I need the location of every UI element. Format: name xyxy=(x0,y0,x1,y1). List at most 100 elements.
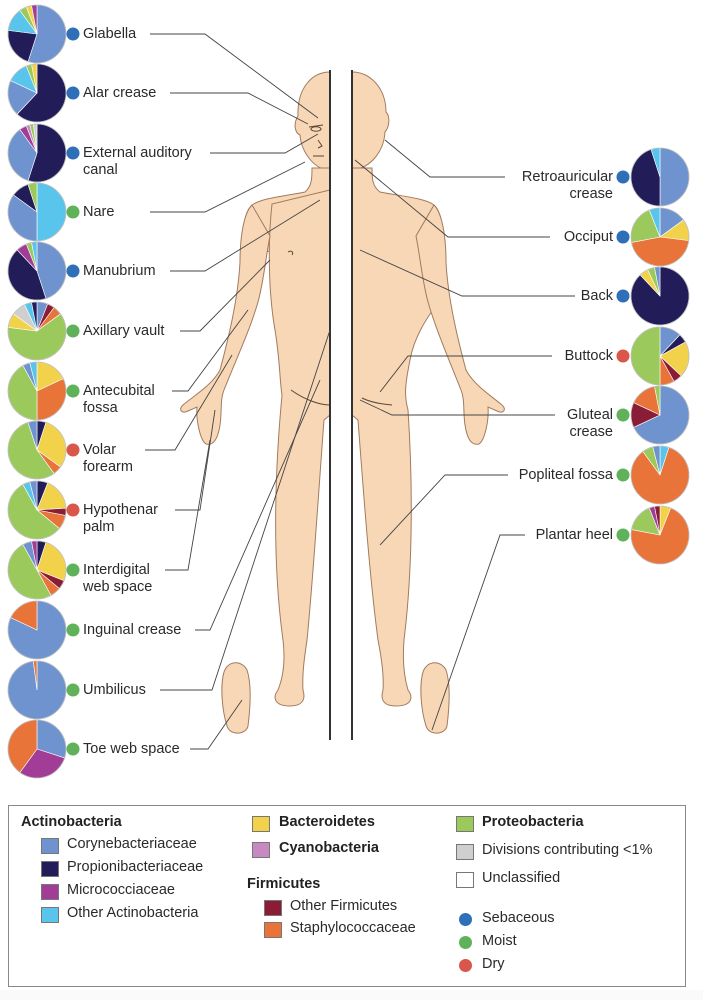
pie-ring xyxy=(7,660,67,720)
front-head xyxy=(294,71,331,171)
pie-manubrium xyxy=(7,241,67,301)
env-dot-back xyxy=(616,289,630,303)
bottom-strip xyxy=(0,990,703,1000)
swatch-proteobacteria xyxy=(456,816,474,832)
slice-corynebacteriaceae xyxy=(659,147,690,207)
leader-inguinal-crease xyxy=(195,379,321,631)
label-alar-crease: Alar crease xyxy=(83,85,157,101)
face-details xyxy=(287,124,393,406)
pie-ring xyxy=(7,241,67,301)
leader-glabella xyxy=(150,33,319,119)
legend-moist: Moist xyxy=(482,933,517,949)
slice-other-actinobacteria xyxy=(36,182,67,242)
pie-ring xyxy=(7,123,67,183)
legend-divisions: Divisions contributing <1% xyxy=(482,842,653,858)
pie-ring xyxy=(7,301,67,361)
label-inguinal-crease: Inguinal crease xyxy=(83,622,182,638)
leader-plantar-heel xyxy=(431,534,525,731)
pie-ring xyxy=(7,4,67,64)
pie-ring xyxy=(7,719,67,779)
legend-corynebacteriaceae: Corynebacteriaceae xyxy=(67,836,197,852)
env-dot-buttock xyxy=(616,349,630,363)
pie-antecubital-fossa xyxy=(7,361,67,421)
env-dot-inguinal-crease xyxy=(66,623,80,637)
env-dot-gluteal-crease xyxy=(616,408,630,422)
leader-gluteal-crease xyxy=(359,399,555,416)
label-occiput: Occiput xyxy=(563,229,613,245)
env-dot-hypothenar-palm xyxy=(66,503,80,517)
pie-charts xyxy=(7,4,690,779)
legend: Actinobacteria Corynebacteriaceae Propio… xyxy=(8,805,686,987)
env-dot-nare xyxy=(66,205,80,219)
slice-proteobacteria xyxy=(630,326,661,386)
leader-back xyxy=(359,249,575,297)
legend-unclassified: Unclassified xyxy=(482,870,561,886)
env-dot-manubrium xyxy=(66,264,80,278)
legend-cyanobacteria: Cyanobacteria xyxy=(279,840,379,856)
leader-external-auditory-canal xyxy=(210,133,319,154)
label-buttock: Buttock xyxy=(564,348,613,364)
leader-axillary-vault xyxy=(180,259,271,332)
legend-firmicutes-title: Firmicutes xyxy=(247,876,321,892)
env-dot-plantar-heel xyxy=(616,528,630,542)
swatch-other-actinobacteria xyxy=(41,907,59,923)
env-dot-interdigital-web-space xyxy=(66,563,80,577)
leader-manubrium xyxy=(170,199,321,272)
legend-sebaceous: Sebaceous xyxy=(482,910,555,926)
pie-ring xyxy=(7,63,67,123)
label-glabella: Glabella xyxy=(83,26,137,42)
leader-umbilicus xyxy=(160,329,331,691)
pie-nare xyxy=(7,182,67,242)
leader-hypothenar-palm xyxy=(175,409,216,511)
env-dot-volar-forearm xyxy=(66,443,80,457)
pie-external-auditory-canal xyxy=(7,123,67,183)
pie-inguinal-crease xyxy=(7,600,67,660)
legend-staphylococcaceae: Staphylococcaceae xyxy=(290,920,416,936)
pie-ring xyxy=(7,420,67,480)
pie-hypothenar-palm xyxy=(7,480,67,540)
label-toe-web-space: Toe web space xyxy=(83,741,180,757)
env-dot-occiput xyxy=(616,230,630,244)
leader-popliteal-fossa xyxy=(379,474,508,546)
swatch-unclassified xyxy=(456,872,474,888)
pie-ring xyxy=(630,147,690,207)
pie-toe-web-space xyxy=(7,719,67,779)
back-arm xyxy=(415,204,505,445)
slice-staphylococcaceae xyxy=(631,236,690,267)
pie-axillary-vault xyxy=(7,301,67,361)
label-umbilicus: Umbilicus xyxy=(83,682,146,698)
leader-lines xyxy=(145,33,575,750)
env-dot-toe-web-space xyxy=(66,742,80,756)
env-dot-axillary-vault xyxy=(66,324,80,338)
leader-interdigital-web-space xyxy=(165,439,211,571)
dot-moist xyxy=(459,936,472,949)
label-plantar-heel: Plantar heel xyxy=(535,527,613,543)
pie-retroauricular-crease xyxy=(630,147,690,207)
front-arm xyxy=(180,204,271,445)
back-head xyxy=(351,71,390,171)
pie-ring xyxy=(7,182,67,242)
env-dot-alar-crease xyxy=(66,86,80,100)
pie-umbilicus xyxy=(7,660,67,720)
swatch-cyanobacteria xyxy=(252,842,270,858)
label-popliteal-fossa: Popliteal fossa xyxy=(518,467,613,483)
pie-glabella xyxy=(7,4,67,64)
legend-micrococciaceae: Micrococciaceae xyxy=(67,882,175,898)
legend-other-actinobacteria: Other Actinobacteria xyxy=(67,905,199,921)
legend-actinobacteria-title: Actinobacteria xyxy=(21,814,122,830)
leader-retroauricular-crease xyxy=(384,139,505,178)
leader-toe-web-space xyxy=(190,699,243,750)
pie-ring xyxy=(630,385,690,445)
pie-alar-crease xyxy=(7,63,67,123)
pie-ring xyxy=(630,266,690,326)
label-hypothenar-palm: Hypothenar palm xyxy=(83,502,158,535)
human-body-outline xyxy=(180,71,505,734)
label-interdigital-web-space: Interdigital web space xyxy=(83,562,153,595)
legend-bacteroidetes: Bacteroidetes xyxy=(279,814,375,830)
pie-back xyxy=(630,266,690,326)
front-foot xyxy=(221,662,251,734)
label-manubrium: Manubrium xyxy=(83,263,156,279)
pie-popliteal-fossa xyxy=(630,445,690,505)
environment-dots xyxy=(66,27,630,756)
